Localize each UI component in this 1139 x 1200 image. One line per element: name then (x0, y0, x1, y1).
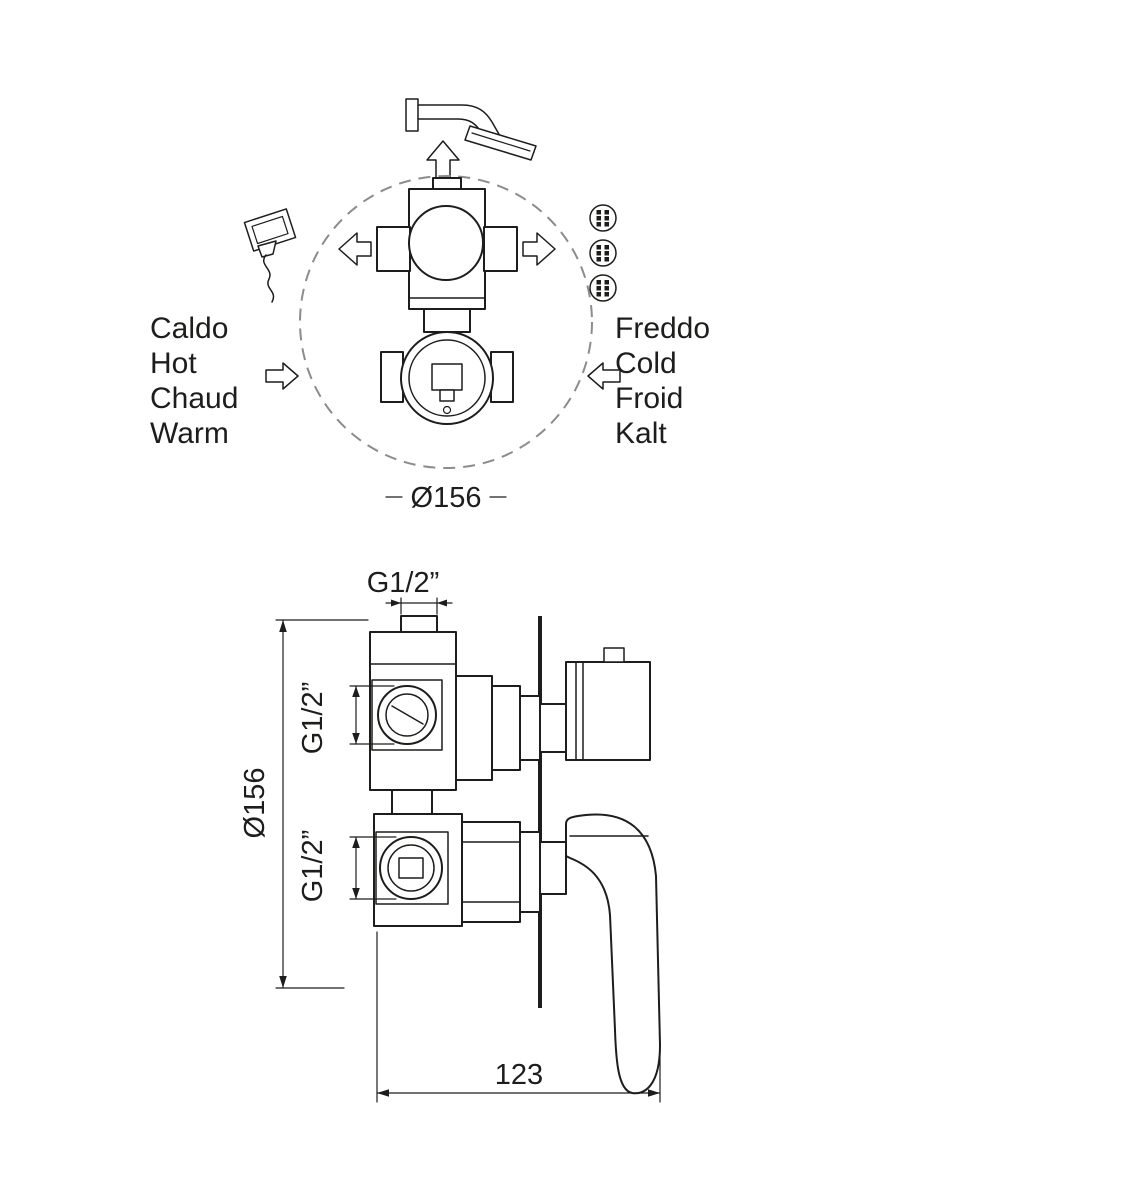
hot-label-warm: Warm (150, 417, 229, 450)
body-jet-icon (589, 204, 617, 232)
up-arrow-icon (426, 140, 460, 179)
side-diameter-dim-text: Ø156 (239, 768, 271, 839)
side-diameter-dimension: Ø156 (239, 619, 369, 989)
hot-label-hot: Hot (150, 347, 197, 380)
cold-label-froid: Froid (615, 382, 683, 415)
hot-label-caldo: Caldo (150, 312, 228, 345)
hot-label-block: Caldo Hot Chaud Warm (150, 312, 299, 450)
hand-shower-icon (243, 208, 297, 303)
body-jet-icon (589, 239, 617, 267)
cold-label-freddo: Freddo (615, 312, 710, 345)
front-diameter-dim-text: Ø156 (411, 482, 482, 514)
top-port-dimension: G1/2” (367, 567, 453, 615)
hot-inlet-arrow-icon (265, 362, 299, 390)
temperature-knob (408, 205, 484, 281)
cold-label-cold: Cold (615, 347, 677, 380)
flow-right-arrow-icon (522, 232, 556, 266)
lever-handle (565, 813, 661, 1095)
upper-valve-body (369, 615, 651, 791)
inter-valve-connector (391, 789, 433, 815)
thermostat-handle (565, 647, 651, 761)
valve-front-body (376, 177, 518, 425)
upper-port-dim-text: G1/2” (297, 682, 329, 755)
cold-label-kalt: Kalt (615, 417, 667, 450)
cold-inlet-arrow-icon (587, 362, 621, 390)
top-port-dim-text: G1/2” (367, 567, 440, 599)
body-jet-icon (589, 274, 617, 302)
front-view: Caldo Hot Chaud Warm Freddo Cold Froid K… (150, 98, 710, 514)
hot-label-chaud: Chaud (150, 382, 238, 415)
cold-label-block: Freddo Cold Froid Kalt (587, 312, 710, 450)
front-diameter-dimension: Ø156 (385, 482, 507, 514)
shower-arm-icon (405, 98, 537, 161)
lower-port-dimension: G1/2” (297, 830, 397, 903)
flow-left-arrow-icon (338, 232, 372, 266)
mounting-circle (299, 175, 593, 469)
side-view: G1/2” (239, 567, 661, 1103)
depth-dimension: 123 (376, 931, 661, 1103)
upper-port-dimension: G1/2” (297, 682, 395, 755)
depth-dim-text: 123 (495, 1059, 543, 1091)
lower-valve-body (373, 813, 661, 1095)
lower-port-dim-text: G1/2” (297, 830, 329, 903)
